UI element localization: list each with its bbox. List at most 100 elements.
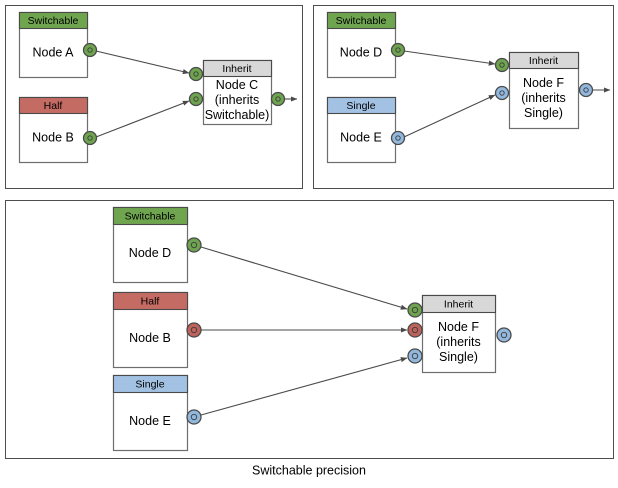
port-e-out-hub [395, 135, 401, 141]
node-b-line-0: Node B [32, 130, 74, 144]
port-bb-out[interactable] [186, 322, 202, 338]
port-b-out-hub [87, 135, 93, 141]
port-c-in-1-hub [193, 71, 199, 77]
port-fb-in-1[interactable] [407, 302, 423, 318]
node-f-top-line-0: Node F [523, 76, 564, 90]
edge-a-to-c [95, 50, 190, 75]
port-d-out-hub [395, 47, 401, 53]
edge-d-to-f [403, 50, 496, 66]
node-b-header-band [18, 96, 89, 115]
node-f-top-line-1: (inherits [521, 91, 565, 105]
node-a-line-0: Node A [32, 45, 74, 59]
node-b-b-line-0: Node B [129, 331, 171, 345]
node-e-b-header-label: Single [135, 378, 164, 390]
node-b-b-header-band [112, 291, 189, 311]
port-f-out[interactable] [578, 82, 594, 98]
node-b-header-label: Half [44, 100, 63, 112]
port-fb-in-1-hub [411, 306, 419, 314]
port-e-out-disc [390, 130, 406, 146]
node-b-b-header-label: Half [141, 295, 160, 307]
node-a-header-band [18, 11, 89, 30]
port-eb-out[interactable] [186, 409, 202, 425]
port-bb-out-hub [190, 326, 198, 334]
port-c-in-2-disc [188, 91, 204, 107]
port-a-out-hub [87, 47, 93, 53]
node-f-bottom-line-1: (inherits [436, 335, 480, 349]
node-d-b-line-0: Node D [129, 246, 171, 260]
node-f-top-header-band [508, 51, 580, 70]
edge-eb-to-fb [200, 357, 408, 416]
node-c-header-label: Inherit [222, 63, 251, 75]
port-f-in-2[interactable] [494, 85, 510, 101]
edge-db-to-fb [200, 246, 408, 310]
node-e-header-label: Single [346, 100, 375, 112]
port-d-out[interactable] [390, 42, 406, 58]
port-db-out-hub [190, 241, 198, 249]
port-f-in-1[interactable] [494, 57, 510, 73]
port-fb-in-3-hub [411, 352, 419, 360]
node-d-line-0: Node D [340, 45, 382, 59]
port-eb-out-disc [186, 409, 202, 425]
port-d-out-disc [390, 42, 406, 58]
node-c-line-1: (inherits [215, 93, 259, 107]
node-e-line-0: Node E [340, 130, 382, 144]
port-fb-in-2-disc [407, 322, 423, 338]
port-fb-in-3-disc [407, 348, 423, 364]
port-c-out-disc [270, 91, 286, 107]
node-d-b-header-label: Switchable [125, 210, 176, 222]
port-b-out-disc [82, 130, 98, 146]
port-fb-in-1-disc [407, 302, 423, 318]
port-fb-out[interactable] [496, 327, 512, 343]
port-fb-in-2-hub [411, 326, 419, 334]
port-c-out[interactable] [270, 91, 286, 107]
port-f-out-hub [583, 87, 589, 93]
node-f-bottom-line-2: Single) [439, 350, 478, 364]
figure-caption: Switchable precision [252, 463, 366, 477]
port-f-in-1-hub [499, 62, 505, 68]
port-b-out[interactable] [82, 130, 98, 146]
port-c-in-1[interactable] [188, 66, 204, 82]
port-fb-in-3[interactable] [407, 348, 423, 364]
port-fb-out-hub [500, 331, 508, 339]
port-fb-in-2[interactable] [407, 322, 423, 338]
port-fb-out-disc [496, 327, 512, 343]
port-f-in-1-disc [494, 57, 510, 73]
node-f-bottom-header-label: Inherit [444, 298, 473, 310]
edge-b-to-c [95, 100, 190, 138]
port-bb-out-disc [186, 322, 202, 338]
node-f-top-line-2: Single) [524, 106, 563, 120]
node-e-header-band [326, 96, 397, 115]
port-f-in-2-disc [494, 85, 510, 101]
node-c-line-0: Node C [216, 78, 258, 92]
node-f-top-header-label: Inherit [529, 55, 558, 67]
node-d-b-header-band [112, 206, 189, 226]
node-a-header-label: Switchable [28, 15, 79, 27]
port-f-out-disc [578, 82, 594, 98]
edge-e-to-f [403, 94, 496, 138]
node-f-bottom-line-0: Node F [438, 320, 479, 334]
port-e-out[interactable] [390, 130, 406, 146]
port-db-out-disc [186, 237, 202, 253]
port-f-in-2-hub [499, 90, 505, 96]
node-c-line-2: Switchable) [205, 108, 270, 122]
node-e-b-line-0: Node E [129, 414, 171, 428]
port-a-out[interactable] [82, 42, 98, 58]
node-d-header-label: Switchable [336, 15, 387, 27]
port-c-in-2[interactable] [188, 91, 204, 107]
port-db-out[interactable] [186, 237, 202, 253]
